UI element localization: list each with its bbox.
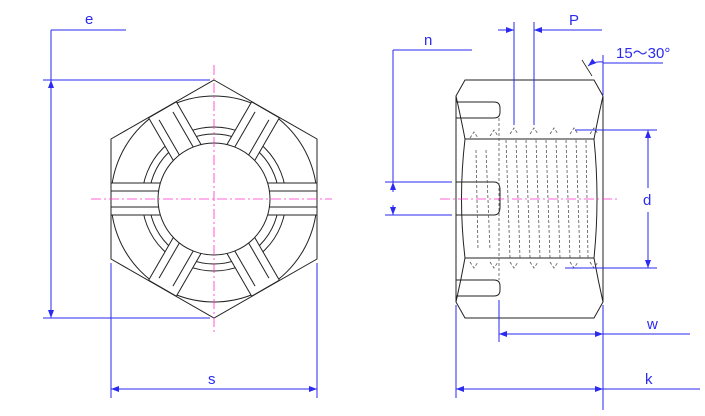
label-angle: 15～30°: [616, 45, 670, 62]
slot-top: [456, 101, 501, 119]
dimension-p: P: [498, 12, 602, 125]
slot-middle: [456, 181, 501, 216]
label-p: P: [569, 12, 579, 29]
slot-bottom: [456, 279, 501, 297]
label-w: w: [646, 316, 658, 333]
dimension-s: s: [110, 263, 318, 398]
label-s: s: [208, 371, 216, 388]
right-chamfer-curve: [593, 95, 604, 303]
dimension-k: k: [455, 305, 700, 398]
label-k: k: [645, 371, 653, 388]
label-e: e: [85, 11, 93, 28]
nut-body: [455, 79, 604, 319]
label-d: d: [643, 192, 651, 209]
front-view: [91, 65, 332, 333]
dimension-w: w: [498, 300, 690, 410]
dimension-chamfer-angle: 15～30°: [581, 45, 670, 95]
dimension-d: d: [565, 129, 657, 269]
side-view: [440, 79, 620, 319]
dimension-n: n: [385, 32, 472, 216]
dimension-e: e: [43, 11, 210, 319]
label-n: n: [424, 32, 432, 49]
